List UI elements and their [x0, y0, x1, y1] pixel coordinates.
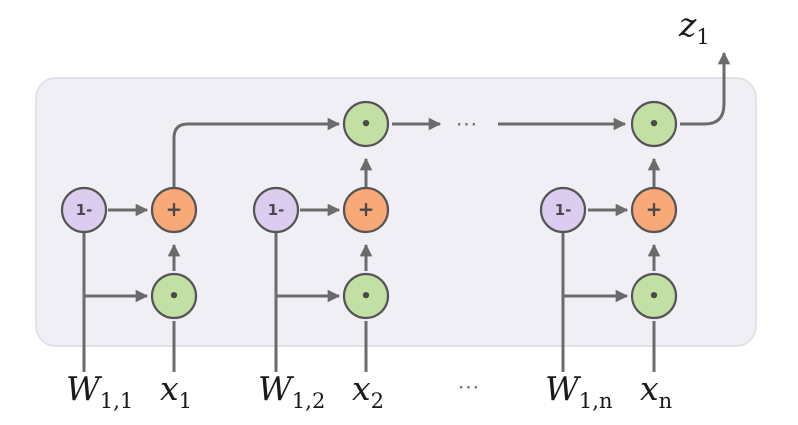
- dot-symbol: •: [360, 114, 372, 135]
- column-1-edges: [82, 117, 341, 372]
- input-sub: 1: [179, 389, 192, 413]
- input-base: x: [640, 369, 659, 408]
- output-label: z1: [678, 5, 710, 49]
- dot-node-1: •: [150, 272, 198, 320]
- one-minus-circle: [252, 186, 300, 234]
- plus-node-n: +: [630, 186, 678, 234]
- plus-symbol: +: [358, 197, 375, 221]
- dot-circle: [630, 272, 678, 320]
- weight-base: W: [258, 369, 295, 408]
- weight-base: W: [545, 369, 582, 408]
- dot-symbol: •: [648, 286, 660, 307]
- chain-edges: [392, 51, 731, 131]
- weight-label-n: W1,n: [545, 369, 612, 413]
- chain-ellipsis: ⋯: [456, 112, 481, 137]
- output-label-base: z: [678, 5, 697, 44]
- one-minus-node-2: 1-: [252, 186, 300, 234]
- one-minus-circle: [60, 186, 108, 234]
- plus-circle: [630, 186, 678, 234]
- one-minus-node-n: 1-: [539, 186, 587, 234]
- dot-node-chain-n: •: [630, 100, 678, 148]
- output-label-sub: 1: [696, 25, 709, 49]
- plus-node-2: +: [342, 186, 390, 234]
- plus-node-1: +: [150, 186, 198, 234]
- column-2-edges: [274, 157, 373, 372]
- dot-circle: [150, 272, 198, 320]
- weight-base: W: [66, 369, 103, 408]
- one-minus-node-1: 1-: [60, 186, 108, 234]
- dot-circle: [630, 100, 678, 148]
- one-minus-symbol: 1-: [76, 201, 93, 219]
- dot-node-chain-2: •: [342, 100, 390, 148]
- dot-symbol: •: [648, 114, 660, 135]
- dot-circle: [342, 272, 390, 320]
- one-minus-symbol: 1-: [555, 201, 572, 219]
- input-label-1: x1: [160, 369, 192, 413]
- one-minus-symbol: 1-: [268, 201, 285, 219]
- plus-circle: [150, 186, 198, 234]
- weight-label-1: W1,1: [66, 369, 133, 413]
- weight-sub: 1,1: [100, 389, 133, 413]
- dot-node-n: •: [630, 272, 678, 320]
- plus-symbol: +: [646, 197, 663, 221]
- weight-sub: 1,2: [292, 389, 325, 413]
- input-base: x: [352, 369, 371, 408]
- column-n-edges: [561, 157, 661, 372]
- input-sub: 2: [371, 389, 384, 413]
- one-minus-circle: [539, 186, 587, 234]
- weight-sub: 1,n: [579, 389, 613, 413]
- background-panel: [35, 77, 757, 347]
- plus-circle: [342, 186, 390, 234]
- dot-node-2: •: [342, 272, 390, 320]
- dot-circle: [342, 100, 390, 148]
- weight-label-2: W1,2: [258, 369, 325, 413]
- plus-symbol: +: [166, 197, 183, 221]
- input-label-2: x2: [352, 369, 384, 413]
- dot-symbol: •: [168, 286, 180, 307]
- input-label-n: xn: [640, 369, 672, 413]
- bottom-ellipsis: ⋯: [458, 375, 483, 400]
- input-sub: n: [659, 389, 673, 413]
- input-base: x: [160, 369, 179, 408]
- dot-symbol: •: [360, 286, 372, 307]
